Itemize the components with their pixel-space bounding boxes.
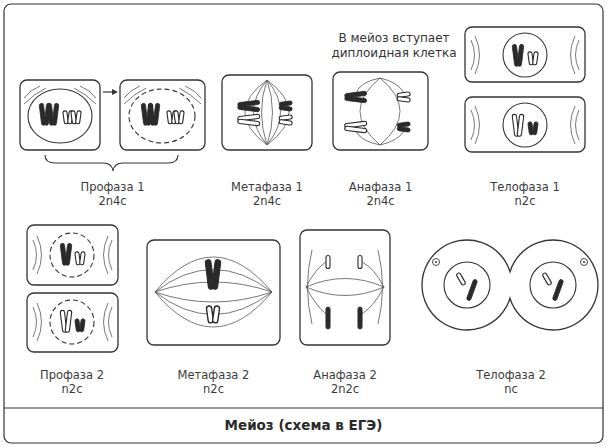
stage-name: Метафаза 2: [178, 368, 250, 382]
stage-name: Телофаза 2: [476, 368, 546, 382]
stage-name: Профаза 2: [40, 368, 104, 382]
telophase-2-cells: [422, 240, 598, 330]
chromosome-formula: 2n4c: [366, 194, 394, 208]
caption: Мейоз (схема в ЕГЭ): [4, 416, 603, 434]
stage-node: Анафаза 22n2c: [295, 225, 395, 396]
stage-name: Метафаза 1: [231, 180, 303, 194]
prophase-1-cells: [20, 80, 205, 171]
stage-name: Анафаза 2: [313, 368, 376, 382]
chromosome-formula: 2n4c: [253, 194, 281, 208]
stage-name: Профаза 1: [81, 180, 145, 194]
chromosome-formula: n2c: [515, 194, 536, 208]
anaphase-1-cell: [333, 72, 428, 150]
stage-node: Телофаза 2nc: [420, 235, 602, 396]
caption-divider: [4, 407, 603, 408]
stage-node: Метафаза 2n2c: [142, 235, 285, 396]
stage-node: Телофаза 1n2c: [460, 22, 590, 208]
chromosome-formula: n2c: [62, 382, 83, 396]
stage-name: Телофаза 1: [490, 180, 560, 194]
stage-node: Метафаза 12n4c: [217, 70, 317, 208]
note-label: В мейоз вступает диплоидная клетка: [330, 31, 458, 61]
chromosome-formula: n2c: [203, 382, 224, 396]
stage-node: Профаза 2n2c: [22, 220, 122, 396]
stage-node: Анафаза 12n4c: [328, 68, 433, 208]
anaphase-2-cell: [300, 230, 390, 345]
outer-frame: [4, 4, 603, 443]
chromosome-formula: 2n2c: [331, 382, 359, 396]
metaphase-1-cell: [222, 75, 312, 150]
chromosome-formula: 2n4c: [98, 194, 126, 208]
chromosome-formula: nc: [504, 382, 518, 396]
telophase-1-cells: [465, 27, 585, 152]
stage-name: Анафаза 1: [349, 180, 412, 194]
prophase-2-cells: [27, 225, 118, 352]
stage-node: Профаза 12n4c: [15, 75, 210, 208]
metaphase-2-cell: [147, 240, 280, 345]
